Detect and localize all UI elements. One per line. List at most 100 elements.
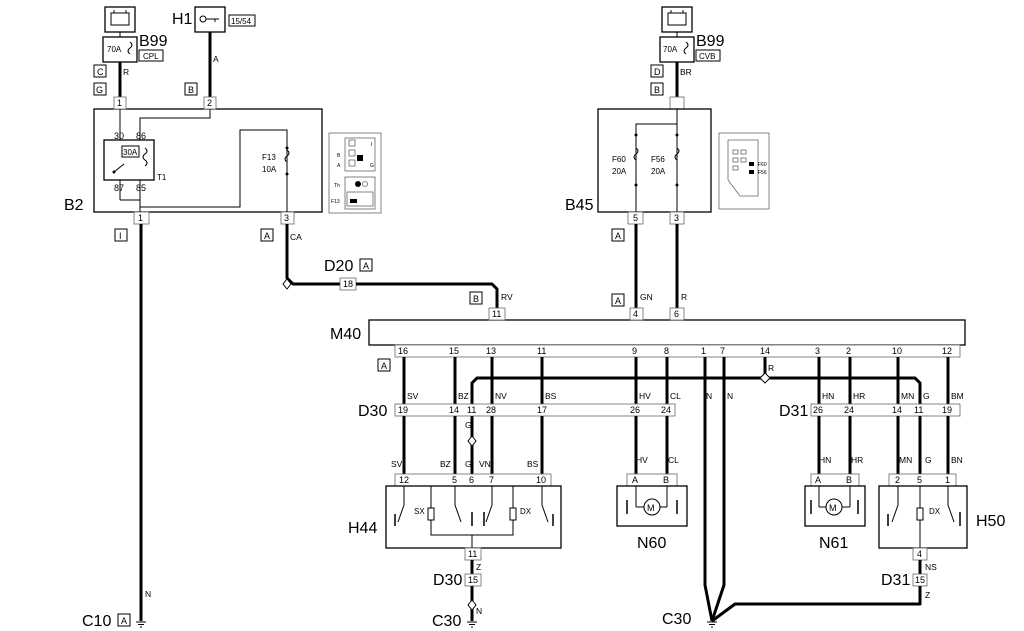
n60-pin-b: B	[663, 475, 669, 485]
relay-fuse: 30A	[123, 148, 138, 157]
b99-left-tag: CPL	[143, 52, 159, 61]
tag-m40-b: B	[473, 294, 479, 304]
b99-left-label: B99	[139, 33, 168, 50]
b2-label: B2	[64, 197, 84, 214]
ground-c10: C10 A	[82, 613, 146, 630]
fuse-f60-rating: 20A	[612, 167, 627, 176]
fuse-b99-right-rating: 70A	[663, 45, 678, 54]
d31-pin-14: 14	[892, 405, 902, 415]
wire-code-ns: NS	[925, 562, 937, 572]
battery-right	[661, 6, 693, 33]
d20-pin: 18	[343, 279, 353, 289]
fuse-f56-rating: 20A	[651, 167, 666, 176]
d31-bottom-pin: 15	[915, 575, 925, 585]
tag-right-b: B	[654, 85, 660, 95]
h50-label: H50	[976, 513, 1005, 530]
n60-motor: A B M N60	[616, 473, 688, 552]
wire-code-r14: R	[768, 363, 774, 373]
relay-contact-icon	[113, 163, 125, 173]
wire-code-hr2: HR	[851, 455, 863, 465]
m40-top-pin-11: 11	[492, 309, 501, 319]
h1-label: H1	[172, 11, 193, 28]
m40-label: M40	[330, 326, 361, 343]
relay-t1-label: T1	[157, 173, 167, 182]
m40-bottom-pin-14: 14	[760, 346, 770, 356]
h44-pin-10: 10	[536, 475, 546, 485]
wire-code-sv1: SV	[407, 391, 419, 401]
b99-right-tag: CVB	[699, 52, 715, 61]
wire-code-nv: NV	[495, 391, 507, 401]
b2-pin-3-bottom: 3	[284, 213, 289, 223]
d30-pin-11: 11	[467, 405, 476, 415]
wire-code-left-r: R	[123, 67, 129, 77]
d31-bottom-label: D31	[881, 572, 910, 589]
wire-code-cl2: CL	[668, 455, 679, 465]
h44-pin-12: 12	[399, 475, 409, 485]
h50-pin-1: 1	[945, 475, 950, 485]
b2-pin-1-top: 1	[117, 98, 122, 108]
d30-top-label: D30	[358, 403, 387, 420]
wire-code-mn2: MN	[899, 455, 912, 465]
h44-switch: 12 5 6 7 10 H44 SX DX 11	[348, 473, 562, 561]
d30-bottom-pin: 15	[468, 575, 478, 585]
d30-pin-24: 24	[661, 405, 671, 415]
wire-code-g2: G	[465, 459, 472, 469]
relay-pin-30: 30	[114, 131, 124, 141]
wire-code-hn1: HN	[822, 391, 834, 401]
wire-code-n2: N	[727, 391, 733, 401]
n61-pin-b: B	[846, 475, 852, 485]
tag-right-d: D	[654, 67, 661, 77]
d30-bottom-label: D30	[433, 572, 462, 589]
c30-left-label: C30	[432, 613, 461, 630]
m40-top-pin-4: 4	[633, 309, 638, 319]
inset-label-f13: F13	[331, 199, 340, 205]
h44-pin-7: 7	[489, 475, 494, 485]
tag-b45-a1: A	[615, 231, 621, 241]
inset-label-b: B	[337, 153, 341, 159]
c30-right-label: C30	[662, 611, 691, 628]
h44-pin-11-bottom: 11	[468, 549, 477, 559]
d30-pin-28: 28	[486, 405, 496, 415]
b45-pin-5: 5	[633, 213, 638, 223]
fuse-icon	[683, 41, 689, 55]
wire-code-sv2: SV	[391, 459, 403, 469]
inset-label-g: G	[370, 163, 374, 169]
b2-unit: 1 2 1 3 B2 30 86 87 85 30A T1 F13 10A	[64, 96, 382, 225]
inset-label-f56: F56	[758, 170, 767, 176]
inset-label-a: A	[337, 163, 341, 169]
d20-tag: A	[363, 261, 369, 271]
wire-code-mn1: MN	[901, 391, 914, 401]
tag-b2-a: A	[264, 231, 270, 241]
m40-bottom-pin-9: 9	[632, 346, 637, 356]
fuse-f13-rating: 10A	[262, 165, 277, 174]
m40-bottom-pin-1: 1	[701, 346, 706, 356]
ignition-switch-h1: H1 15/54	[172, 6, 256, 33]
d31-pin-26: 26	[813, 405, 823, 415]
h50-dx: DX	[929, 507, 941, 516]
d20-label: D20	[324, 258, 353, 275]
n61-pin-a: A	[815, 475, 821, 485]
b45-pin-3: 3	[674, 213, 679, 223]
n60-label: N60	[637, 535, 666, 552]
n61-motor: A B M N61	[804, 473, 866, 552]
tag-left-c: C	[97, 67, 104, 77]
d30-pin-17: 17	[537, 405, 547, 415]
fuse-f60-icon	[633, 147, 639, 161]
wire-code-n-c30: N	[476, 606, 482, 616]
fuse-f13-name: F13	[262, 153, 276, 162]
wire-code-hn2: HN	[819, 455, 831, 465]
wire-z2	[711, 586, 922, 623]
n61-label: N61	[819, 535, 848, 552]
ground-c30-right: C30	[662, 611, 717, 628]
wire-code-hv2: HV	[636, 455, 648, 465]
tag-b2-i: I	[119, 231, 122, 241]
fuse-b99-left: 70A B99 CPL	[102, 33, 168, 63]
h44-sx: SX	[414, 507, 425, 516]
fuse-icon	[127, 41, 133, 55]
wire-code-bs1: BS	[545, 391, 557, 401]
h50-pin-4-bottom: 4	[917, 549, 922, 559]
tag-b45-a2: A	[615, 296, 621, 306]
wire-code-right-br: BR	[680, 67, 692, 77]
battery-left	[104, 6, 136, 33]
